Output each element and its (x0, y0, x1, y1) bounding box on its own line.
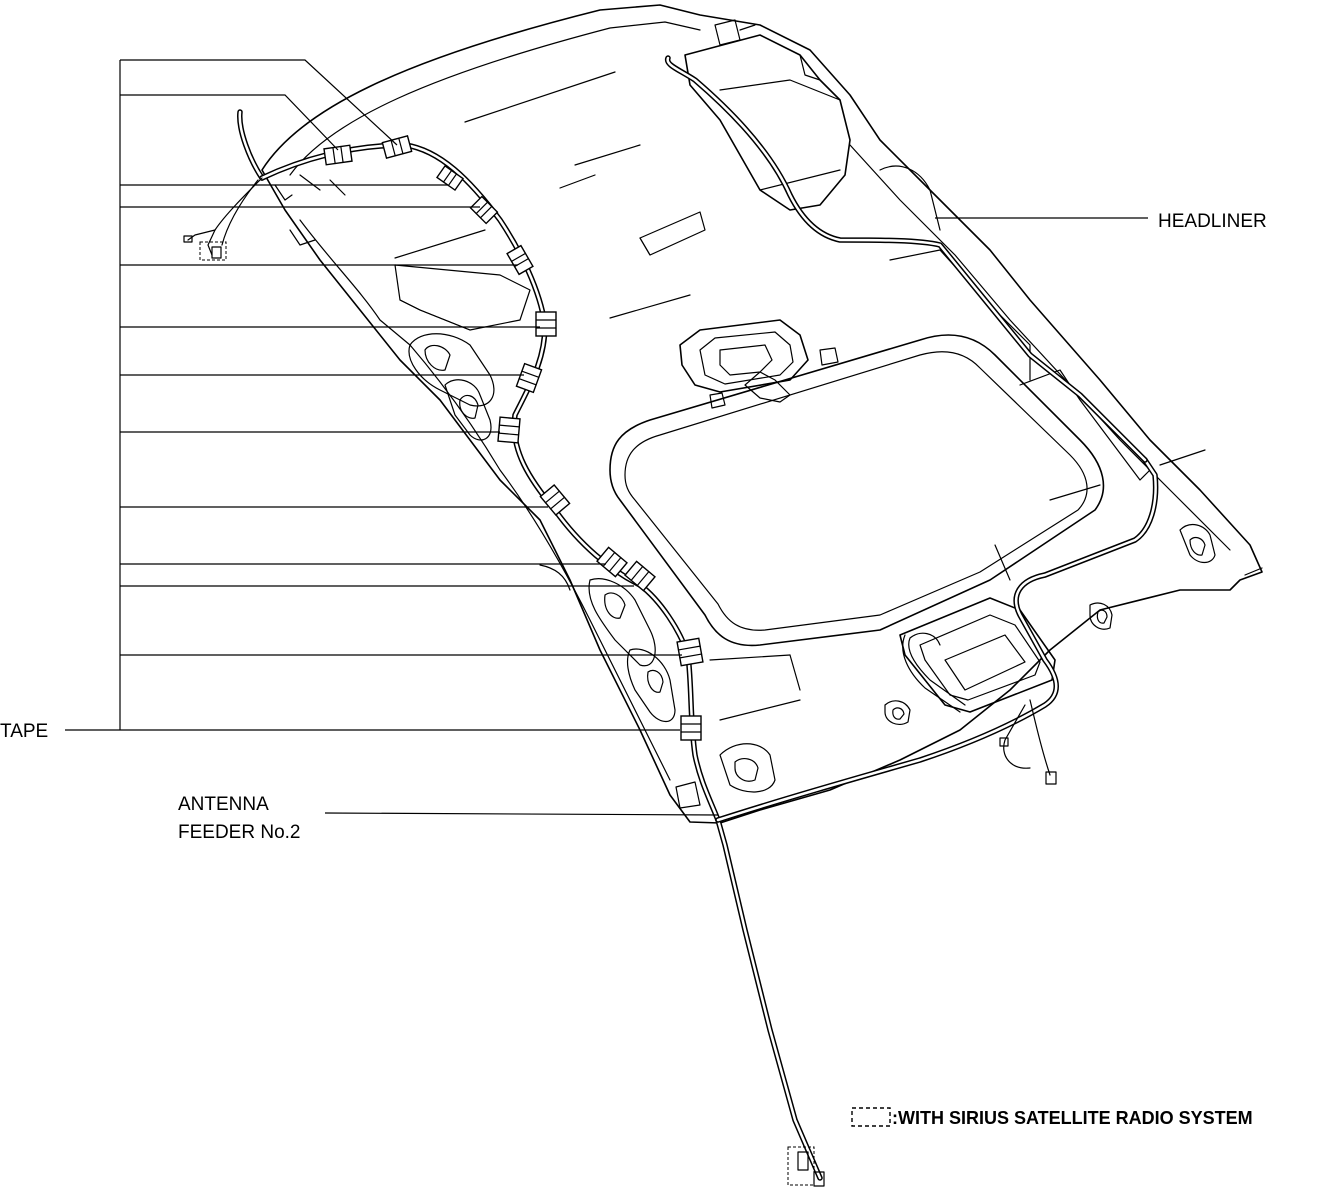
tape-6 (535, 311, 557, 337)
tape-leader-lines (65, 59, 682, 731)
tape-7 (515, 362, 543, 394)
tape-5 (506, 244, 534, 276)
antenna-feeder-cable (183, 19, 1159, 1187)
antenna-feeder-label-line2: FEEDER No.2 (178, 822, 300, 843)
tape-12 (676, 637, 704, 667)
tape-11 (624, 560, 656, 592)
legend: :WITH SIRIUS SATELLITE RADIO SYSTEM (851, 1107, 1253, 1128)
headliner-outline (261, 4, 1263, 824)
legend-text: :WITH SIRIUS SATELLITE RADIO SYSTEM (892, 1108, 1253, 1128)
legend-dashed-box-icon (851, 1107, 891, 1127)
tape-3 (435, 164, 465, 192)
tape-label: TAPE (0, 721, 48, 742)
tape-8 (497, 416, 521, 444)
tape-markers (323, 135, 704, 741)
headliner-label: HEADLINER (1158, 211, 1267, 232)
antenna-leader (324, 812, 719, 816)
tape-2 (381, 135, 413, 159)
tape-1 (323, 144, 353, 166)
antenna-feeder-label-line1: ANTENNA (178, 794, 269, 815)
tape-13 (680, 715, 702, 741)
tape-9 (539, 484, 571, 516)
tape-10 (596, 546, 628, 578)
tape-4 (469, 195, 499, 225)
